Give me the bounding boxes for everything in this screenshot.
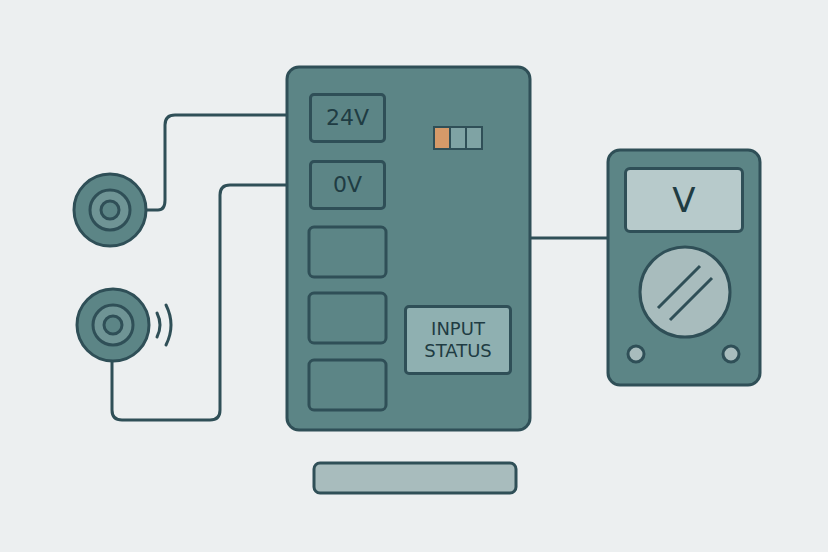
status-led (466, 127, 482, 149)
probe-jack (628, 346, 644, 362)
dial-pointer (658, 266, 712, 320)
status-panel: INPUT STATUS (404, 305, 512, 375)
terminal-label: 0V (333, 172, 362, 198)
signal-wave (166, 305, 171, 345)
sensor-body (74, 174, 146, 246)
meter-display: V (624, 167, 744, 233)
signal-wave (157, 313, 160, 337)
status-label: INPUT STATUS (412, 318, 504, 361)
sensor-core (101, 201, 119, 219)
meter-lead (528, 237, 610, 240)
terminal-block: 24V (309, 93, 386, 143)
proximity-sensor-body (77, 289, 149, 361)
sensor-face (90, 190, 130, 230)
probe-jack (723, 346, 739, 362)
proximity-sensor-face (93, 305, 133, 345)
module-housing (287, 67, 530, 430)
terminal-block (309, 293, 386, 343)
meter-reading: V (672, 180, 695, 221)
wire-24v (145, 115, 300, 210)
din-rail (314, 463, 516, 493)
status-led (450, 127, 466, 149)
terminal-block (309, 227, 386, 277)
terminal-block (309, 360, 386, 410)
status-led-on (434, 127, 450, 149)
multimeter-body (608, 150, 760, 385)
terminal-label: 24V (326, 105, 369, 131)
selector-dial (640, 247, 730, 337)
proximity-sensor-core (104, 316, 122, 334)
terminal-block: 0V (309, 160, 386, 210)
